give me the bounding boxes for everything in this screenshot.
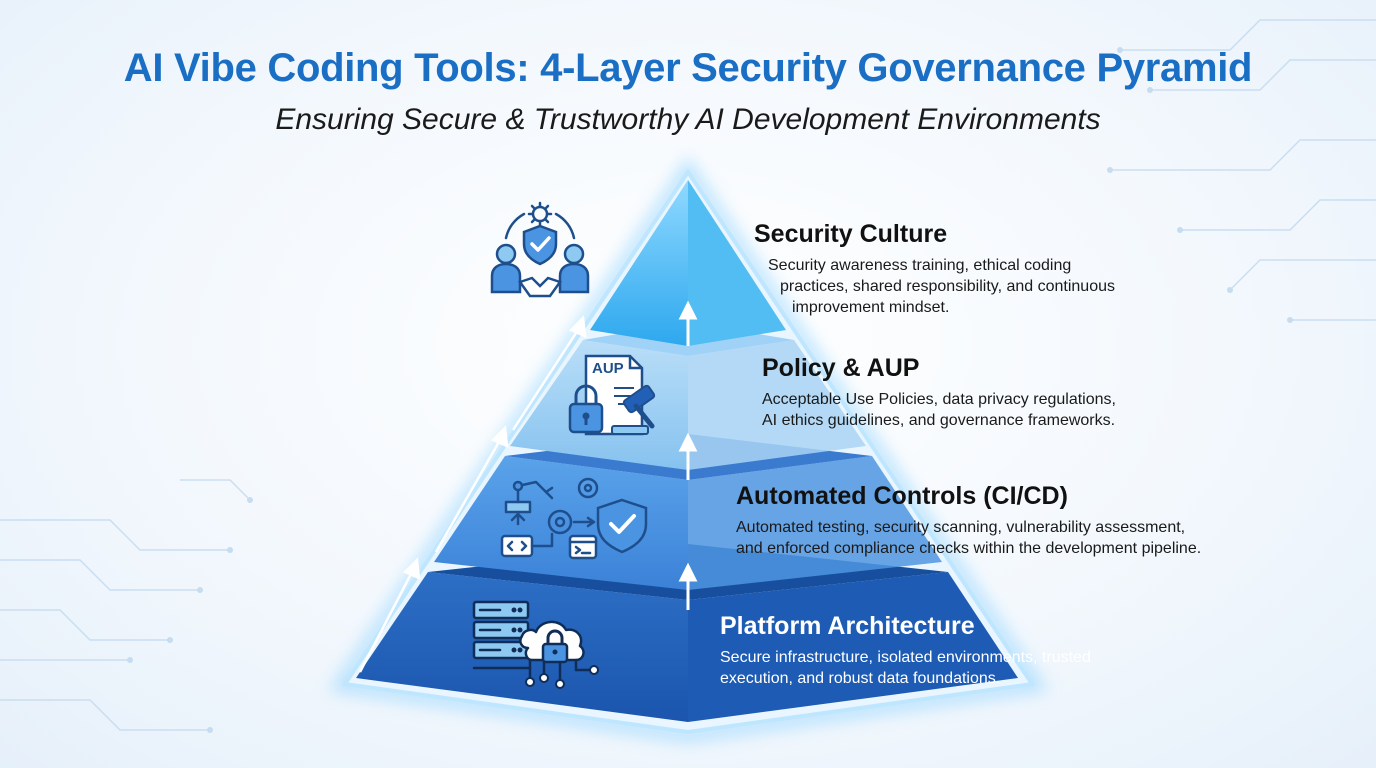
layer-4-text: Platform Architecture Secure infrastruct… [720,612,1140,689]
layer-1-desc-line-1: Security awareness training, ethical cod… [768,257,1072,274]
layer-3-title: Automated Controls (CI/CD) [736,482,1068,510]
layer-2-text: Policy & AUP Acceptable Use Policies, da… [762,354,1182,431]
page-title: AI Vibe Coding Tools: 4-Layer Security G… [123,46,1253,90]
layer-1-title: Security Culture [754,220,948,248]
layer-2-desc-line-2: AI ethics guidelines, and governance fra… [762,412,1116,429]
layer-4-desc-line-2: execution, and robust data foundations. [720,670,1001,687]
left-edge-arrows [358,315,587,673]
layer-3-desc-line-2: and enforced compliance checks within th… [736,540,1202,557]
policy-document-gavel-icon: AUP [566,354,676,438]
center-upward-arrows [678,300,698,610]
layer-1-desc-line-2: practices, shared responsibility, and co… [780,278,1115,295]
layer-4-desc-line-1: Secure infrastructure, isolated environm… [720,649,1091,666]
layer-4-title: Platform Architecture [720,612,975,640]
aup-document-label: AUP [592,360,624,377]
layer-2-title: Policy & AUP [762,354,920,382]
team-handshake-shield-icon [490,201,590,298]
layer-1-text: Security Culture Security awareness trai… [754,220,1174,318]
layer-1-desc-line-3: improvement mindset. [792,299,950,316]
layer-3-text: Automated Controls (CI/CD) Automated tes… [736,482,1236,559]
layer-security-culture [590,180,786,346]
server-cloud-lock-icon [472,600,599,689]
page-subtitle: Ensuring Secure & Trustworthy AI Develop… [275,103,1101,136]
automation-pipeline-icon [500,477,648,560]
layer-2-desc-line-1: Acceptable Use Policies, data privacy re… [762,391,1116,408]
layer-3-desc-line-1: Automated testing, security scanning, vu… [736,519,1186,536]
